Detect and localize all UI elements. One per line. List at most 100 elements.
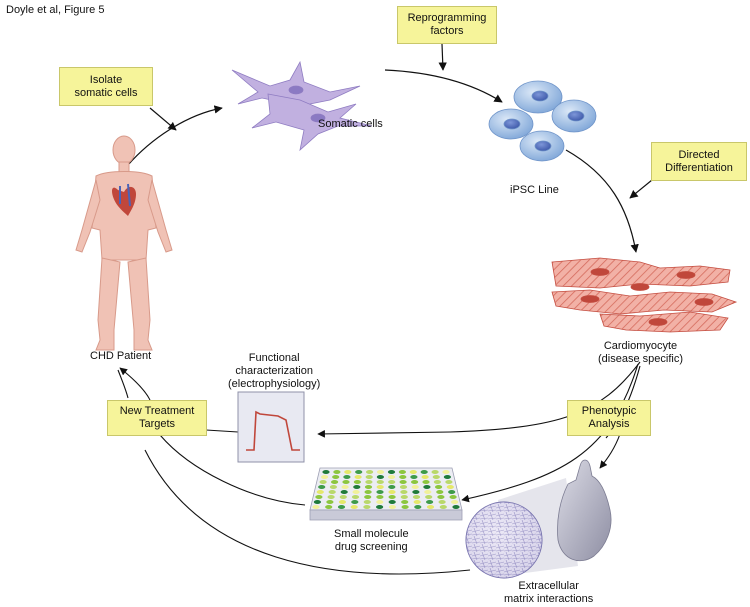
plate-well	[337, 505, 346, 509]
plate-well	[388, 495, 396, 499]
plate-well	[343, 475, 351, 479]
label-line: Cardiomyocyte	[603, 340, 678, 352]
plate-well	[376, 485, 384, 489]
plate-well	[421, 475, 429, 479]
plate-well	[364, 485, 373, 489]
plate-well	[400, 490, 408, 494]
extracellular-matrix-icon	[465, 459, 612, 579]
plate-well	[351, 495, 360, 499]
plate-well	[365, 475, 373, 479]
plate-well	[329, 485, 337, 489]
plate-top	[309, 467, 463, 511]
directed-differentiation-box: Directed Differentiation	[651, 142, 747, 181]
heart-icon	[112, 183, 136, 216]
plate-well	[431, 470, 439, 474]
label-line: Functional	[248, 352, 300, 364]
plate-well	[445, 480, 453, 484]
plate-well	[409, 470, 417, 474]
plate-well	[426, 500, 434, 504]
plate-well	[422, 480, 430, 484]
plate-well	[400, 495, 408, 499]
plate-well	[342, 480, 350, 484]
plate-well	[413, 500, 421, 504]
label-line: (electrophysiology)	[228, 378, 321, 390]
plate-well	[388, 485, 396, 489]
arrow-directed-pointer	[629, 179, 653, 199]
box-line: Targets	[138, 418, 176, 430]
action-potential-icon	[237, 391, 305, 463]
plate-well	[410, 475, 418, 479]
plate-well	[376, 470, 385, 474]
plate-well	[449, 495, 457, 499]
plate-well	[414, 505, 422, 509]
plate-well	[353, 485, 361, 489]
plate-well	[443, 475, 451, 479]
plate-well	[354, 475, 362, 479]
arrow-targets-to-patient-b	[117, 369, 129, 399]
box-line: somatic cells	[74, 86, 138, 99]
plate-well	[376, 495, 384, 499]
phenotypic-analysis-box: Phenotypic Analysis	[567, 400, 651, 436]
plate-well	[423, 485, 431, 489]
plate-well	[355, 470, 363, 474]
plate-well	[338, 500, 346, 504]
plate-well	[352, 490, 360, 494]
plate-well	[388, 490, 396, 494]
plate-well	[388, 480, 396, 484]
plate-well	[328, 490, 336, 494]
arrow-patient-to-somatic	[127, 105, 223, 166]
plate-well	[376, 475, 384, 479]
plate-well	[322, 470, 330, 474]
arrow-functional-to-targets	[205, 429, 239, 433]
small-molecule-label: Small molecule drug screening	[334, 528, 409, 554]
box-line: Analysis	[588, 418, 630, 430]
plate-well	[438, 500, 446, 504]
plate-well	[316, 490, 324, 494]
plate-well	[363, 505, 371, 509]
plate-well	[325, 505, 333, 509]
box-line: Phenotypic	[581, 405, 637, 417]
extracellular-label: Extracellular matrix interactions	[504, 580, 593, 606]
arrow-ecm-to-targets	[144, 449, 471, 575]
plate-well	[339, 495, 347, 499]
label-line: drug screening	[334, 541, 408, 553]
label-line: matrix interactions	[504, 593, 594, 605]
plate-well	[399, 480, 407, 484]
plate-well	[365, 480, 373, 484]
plate-well	[399, 475, 407, 479]
plate-well	[364, 495, 372, 499]
reprogramming-factors-box: Reprogramming factors	[397, 6, 497, 44]
plate-well	[442, 470, 450, 474]
arrow-ipsc-to-cardio	[565, 149, 639, 253]
plate-well	[331, 480, 339, 484]
plate-well	[411, 485, 419, 489]
plate-well	[435, 485, 443, 489]
new-treatment-targets-box: New Treatment Targets	[107, 400, 207, 436]
plate-well	[412, 495, 421, 499]
plate-well	[350, 505, 358, 509]
human-body-icon	[75, 135, 173, 351]
cardiomyocyte-icon	[551, 257, 738, 333]
plate-well	[321, 475, 329, 479]
well-plate-icon	[309, 467, 463, 521]
box-line: New Treatment	[119, 405, 195, 417]
plate-well	[424, 490, 432, 494]
plate-well	[401, 500, 409, 504]
functional-label: Functional characterization (electrophys…	[228, 352, 320, 391]
plate-well	[318, 485, 326, 489]
plate-well	[433, 480, 441, 484]
plate-well	[448, 490, 456, 494]
label-line: (disease specific)	[598, 353, 683, 365]
arrow-cardio-to-drugscreen	[461, 363, 639, 503]
plate-well	[388, 505, 396, 509]
somatic-cells-label: Somatic cells	[318, 118, 383, 130]
plate-side	[309, 509, 463, 521]
cardiomyocyte-label: Cardiomyocyte (disease specific)	[598, 340, 683, 366]
plate-well	[353, 480, 361, 484]
plate-well	[351, 500, 359, 504]
plate-well	[388, 475, 396, 479]
plate-well	[411, 480, 419, 484]
plate-well	[452, 505, 460, 509]
